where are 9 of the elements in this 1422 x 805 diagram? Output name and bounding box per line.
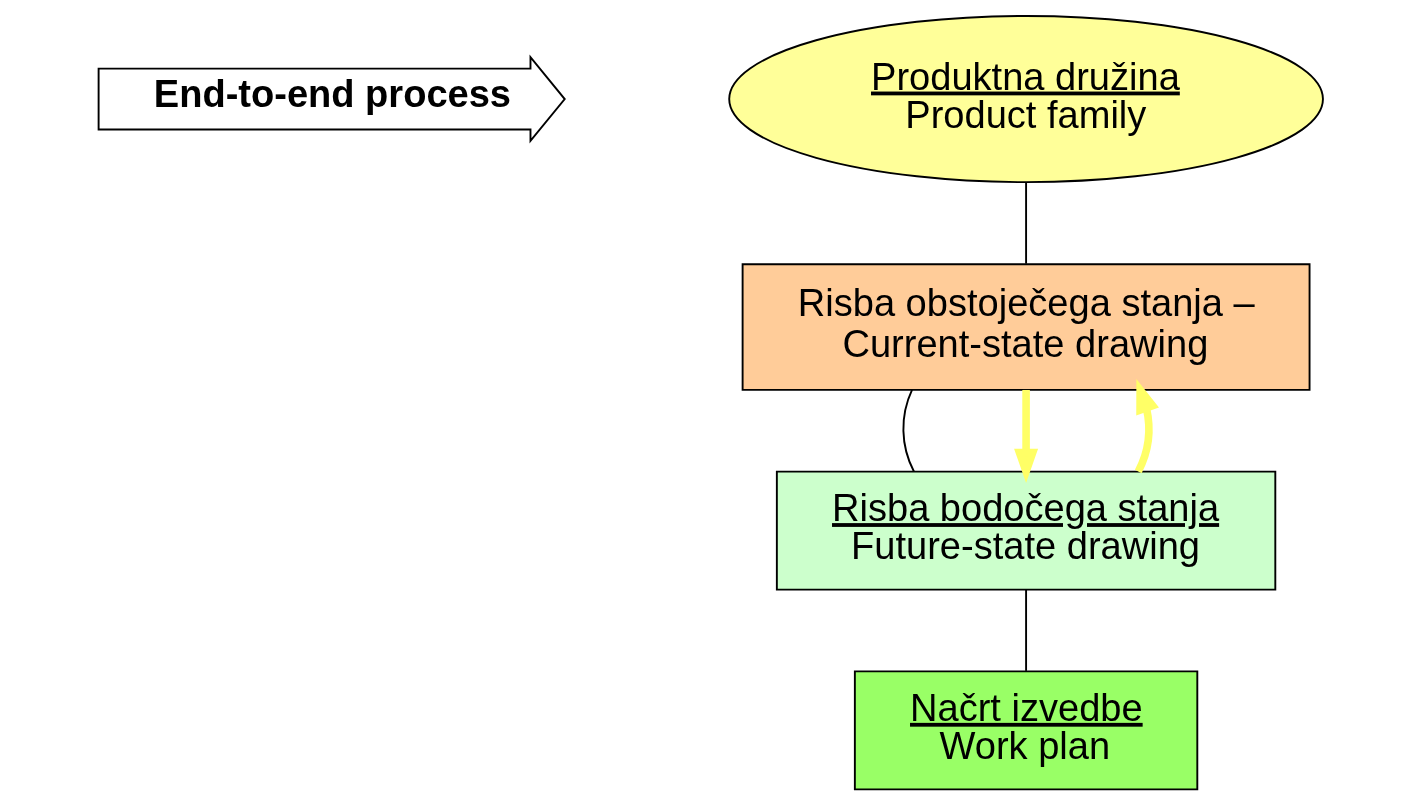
connector [902, 389, 915, 473]
arrow [1014, 389, 1039, 483]
connector [1025, 181, 1028, 265]
node-box: Načrt izvedbe Work plan [853, 670, 1199, 791]
connector [1025, 588, 1028, 672]
node-ellipse: Produktna družina Product family [728, 15, 1324, 184]
node-box: Risba bodočega stanja Future-state drawing [775, 470, 1277, 591]
node-box: Risba obstoječega stanja – Current-state drawing [741, 263, 1311, 391]
arrow [1134, 379, 1159, 474]
